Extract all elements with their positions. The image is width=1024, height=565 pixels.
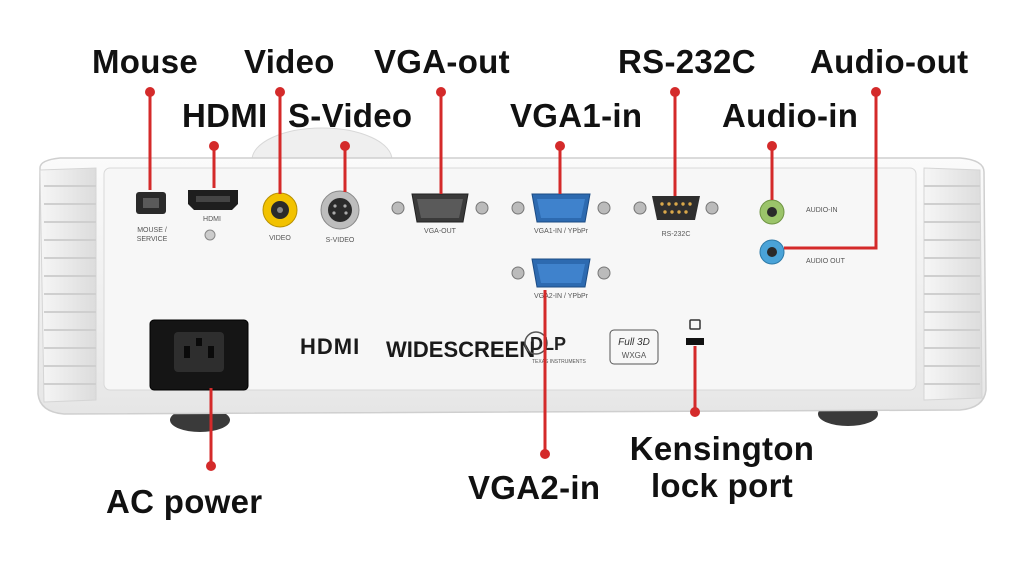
full-3d-wxga-logo: Full 3D WXGA: [609, 329, 659, 365]
vga2-in-port: [511, 258, 611, 288]
ac-power-socket: [149, 319, 249, 391]
dlp-logo: DLP TEXAS INSTRUMENTS: [524, 331, 587, 365]
leader-dots: [145, 87, 881, 471]
label-rs232c-panel: RS-232C: [662, 231, 691, 238]
svg-text:WXGA: WXGA: [622, 351, 647, 360]
callout-kensington-line1: Kensington: [629, 430, 815, 467]
right-vent-grille: [923, 167, 983, 401]
callout-video: Video: [244, 43, 335, 80]
label-audio-in-panel: AUDIO-IN: [806, 207, 838, 214]
hdmi-port: [188, 190, 238, 241]
svg-text:DLP: DLP: [530, 334, 566, 354]
callout-audio-out: Audio-out: [810, 43, 969, 80]
left-vent-grille: [39, 167, 97, 403]
label-hdmi-panel: HDMI: [203, 216, 221, 223]
svg-text:Full 3D: Full 3D: [618, 337, 650, 348]
callout-s-video: S-Video: [288, 97, 413, 134]
label-audio-out-panel: AUDIO OUT: [806, 258, 846, 265]
label-vga-out-panel: VGA-OUT: [424, 228, 457, 235]
callout-ac-power: AC power: [106, 483, 263, 520]
label-video-panel: VIDEO: [269, 235, 291, 242]
callout-vga2-in: VGA2-in: [468, 469, 601, 506]
vga-out-port: [391, 193, 489, 223]
callout-kensington: Kensington lock port: [612, 430, 832, 504]
rs232c-port: [633, 196, 719, 220]
callout-mouse: Mouse: [92, 43, 199, 80]
label-s-video-panel: S-VIDEO: [326, 237, 355, 244]
leader-lines: [148, 92, 878, 466]
callout-rs232c: RS-232C: [618, 43, 756, 80]
vga1-in-port: [511, 193, 611, 223]
audio-in-jack: [759, 199, 785, 225]
video-rca-jack: [262, 192, 298, 228]
rear-panel: [103, 167, 917, 391]
s-video-port: [320, 190, 360, 230]
label-vga2-in-panel: VGA2-IN / YPbPr: [534, 293, 589, 300]
label-mouse-service-1: MOUSE /: [137, 227, 167, 234]
hdmi-logo: HDMI: [300, 334, 360, 359]
callout-audio-in: Audio-in: [722, 97, 859, 134]
callout-vga-out: VGA-out: [374, 43, 510, 80]
usb-port-mouse-service: [136, 192, 166, 214]
label-mouse-service-2: SERVICE: [137, 236, 168, 243]
label-vga1-in-panel: VGA1-IN / YPbPr: [534, 228, 589, 235]
widescreen-logo: WIDESCREEN: [386, 337, 535, 362]
kensington-lock-slot: [686, 319, 704, 345]
svg-text:TEXAS INSTRUMENTS: TEXAS INSTRUMENTS: [532, 359, 587, 365]
leader-audio-out: [784, 92, 878, 250]
callout-kensington-line2: lock port: [650, 467, 794, 504]
callout-hdmi: HDMI: [182, 97, 268, 134]
callout-vga1-in: VGA1-in: [510, 97, 643, 134]
audio-out-jack: [759, 239, 785, 265]
